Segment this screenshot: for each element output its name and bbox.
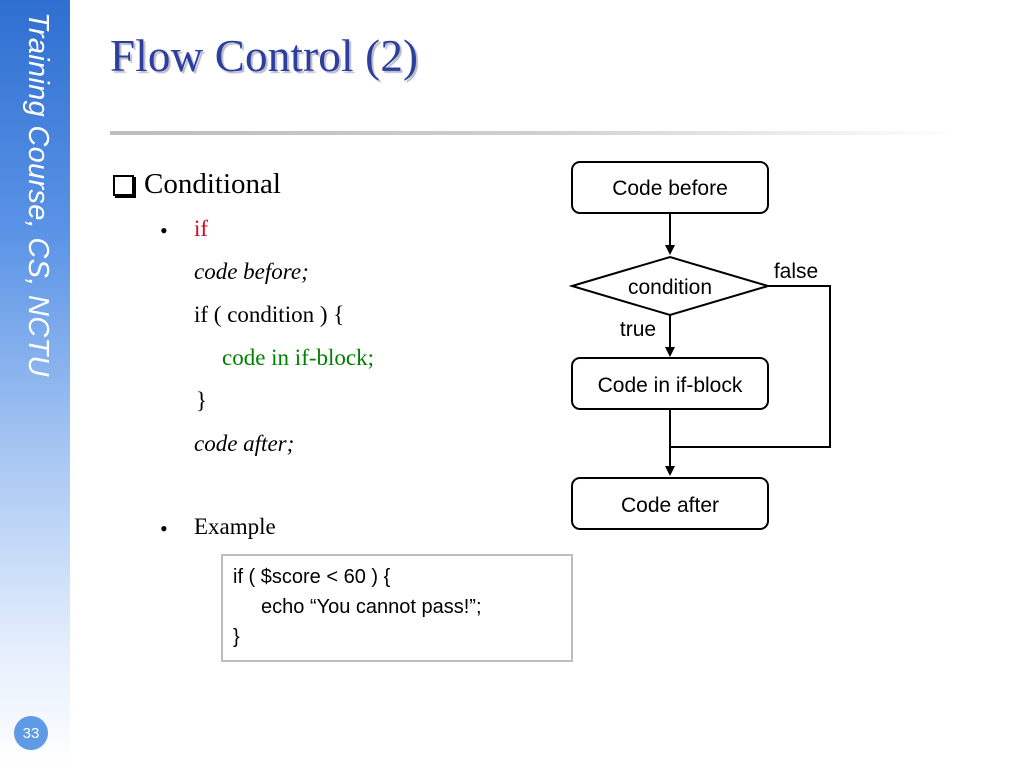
false-label: false	[774, 260, 818, 283]
sidebar: Training Course, CS, NCTU 33	[0, 0, 70, 768]
condition-label: condition	[628, 276, 712, 299]
example-code-line-3: }	[233, 626, 240, 648]
false-branch-line	[670, 285, 831, 448]
bullet-dot-icon: •	[160, 218, 168, 243]
example-code-line-2: echo “You cannot pass!”;	[261, 596, 482, 618]
checkbox-bullet-icon	[113, 175, 134, 196]
code-before-box-label: Code before	[612, 177, 728, 200]
code-after-box	[571, 477, 769, 530]
example-code-box: if ( $score < 60 ) { echo “You cannot pa…	[221, 554, 573, 662]
title-divider	[110, 131, 960, 135]
code-after-line: code after;	[194, 431, 295, 456]
code-in-block-line: code in if-block;	[222, 345, 375, 370]
code-before-line: code before;	[194, 259, 309, 284]
code-after-box-label: Code after	[621, 494, 719, 517]
heading-text: Conditional	[144, 168, 281, 200]
example-label: Example	[194, 514, 276, 539]
if-block-box-label: Code in if-block	[598, 374, 743, 397]
close-brace-line: }	[196, 388, 208, 413]
true-label: true	[620, 318, 656, 341]
example-code-line-1: if ( $score < 60 ) {	[233, 566, 391, 588]
if-keyword: if	[194, 216, 209, 241]
bullet-dot-icon: •	[160, 516, 168, 541]
page-number-badge: 33	[14, 716, 48, 750]
if-condition-line: if ( condition ) {	[194, 302, 345, 327]
slide-title: Flow Control (2)	[110, 31, 419, 81]
heading-conditional: Conditional	[113, 168, 281, 201]
